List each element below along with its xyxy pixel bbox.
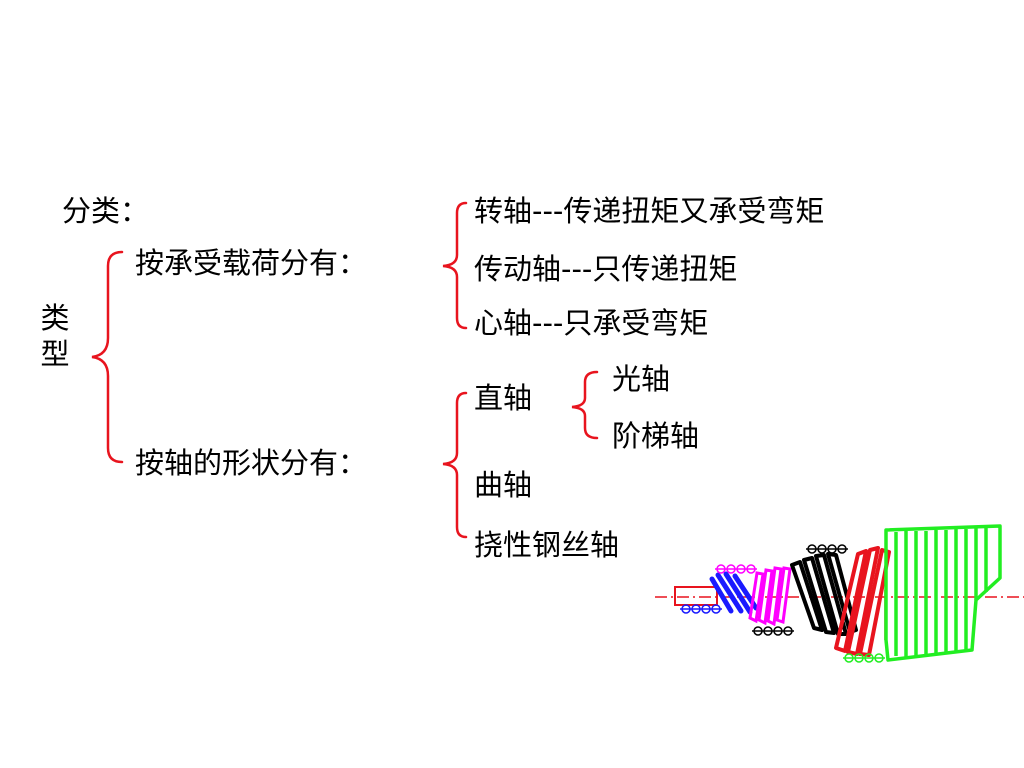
- category-label-char-2: 型: [40, 337, 70, 371]
- by-load-item-spindle: 心轴---只承受弯矩: [474, 306, 709, 340]
- straight-shaft-brace: [571, 370, 599, 440]
- by-load-item-transmission-shaft: 传动轴---只传递扭矩: [474, 252, 738, 286]
- flexible-shaft-label: 挠性钢丝轴: [474, 528, 620, 562]
- by-load-item-rotating-shaft: 转轴---传递扭矩又承受弯矩: [474, 194, 825, 228]
- flexible-shaft-illustration: [655, 524, 1024, 663]
- category-label-char-1: 类: [40, 301, 70, 335]
- by-shape-brace: [442, 391, 468, 539]
- by-shape-label: 按轴的形状分有：: [135, 446, 368, 480]
- by-load-label: 按承受载荷分有：: [135, 246, 368, 280]
- straight-item-plain-shaft: 光轴: [612, 362, 671, 396]
- straight-item-stepped-shaft: 阶梯轴: [612, 419, 700, 453]
- heading: 分类：: [62, 194, 150, 228]
- crankshaft-label: 曲轴: [474, 468, 533, 502]
- by-load-brace: [442, 201, 468, 330]
- category-brace: [91, 250, 124, 464]
- straight-shaft-label: 直轴: [474, 381, 533, 415]
